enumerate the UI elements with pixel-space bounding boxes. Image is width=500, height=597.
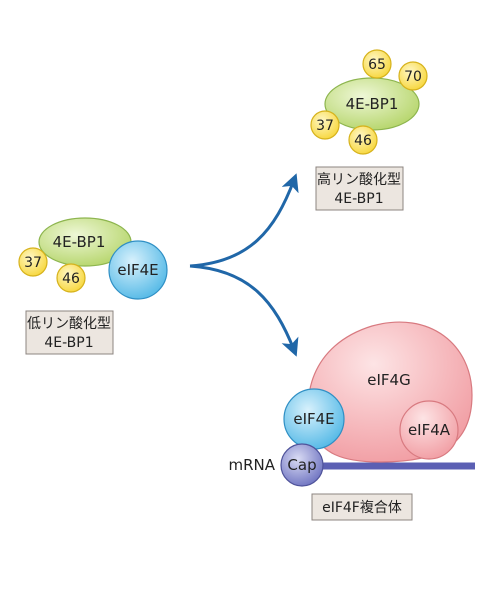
low-caption-box [25,310,114,355]
low-bp1-label: 4E-BP1 [53,233,106,251]
high-bp1-label: 4E-BP1 [346,95,399,113]
low-site-46-label: 46 [62,271,80,287]
eif4a-shape [399,400,459,460]
cap-shape [280,443,324,487]
high-site-65 [362,49,392,79]
low-caption-line2: 4E-BP1 [44,335,93,351]
low-eif4e-label: eIF4E [117,261,158,279]
low-phospho-group: 4E-BP1 eIF4E 37 46 低リン酸化型 4E-BP1 [18,217,168,355]
high-phospho-group: 4E-BP1 65 70 37 46 高リン酸化型 4E-BP1 [310,49,428,211]
high-site-70 [398,61,428,91]
high-site-46 [348,125,378,155]
arrow-to-high [189,173,299,268]
high-site-37 [310,110,340,140]
high-site-37-label: 37 [316,118,334,134]
complex-eif4e-label: eIF4E [293,410,334,428]
high-site-46-label: 46 [354,133,372,149]
cap-label: Cap [287,456,316,474]
eif4a-label: eIF4A [408,421,451,439]
mrna-label: mRNA [228,456,275,474]
arrows-group [189,173,299,357]
complex-caption-box [311,493,413,521]
low-site-46 [56,263,86,293]
high-caption-line2: 4E-BP1 [334,191,383,207]
high-site-65-label: 65 [368,57,386,73]
high-caption-line1: 高リン酸化型 [317,171,401,188]
low-caption-line1: 低リン酸化型 [27,316,111,332]
arrow-to-complex [189,264,299,357]
low-site-37-label: 37 [24,255,42,271]
eif4g-label: eIF4G [367,371,410,389]
low-site-37 [18,247,48,277]
low-eif4e-shape [108,240,168,300]
high-caption-box [315,166,404,211]
eif4f-complex-group: eIF4G eIF4A eIF4E Cap mRNA eIF4F複合体 [228,321,475,521]
high-site-70-label: 70 [404,69,422,85]
complex-caption: eIF4F複合体 [322,499,402,516]
